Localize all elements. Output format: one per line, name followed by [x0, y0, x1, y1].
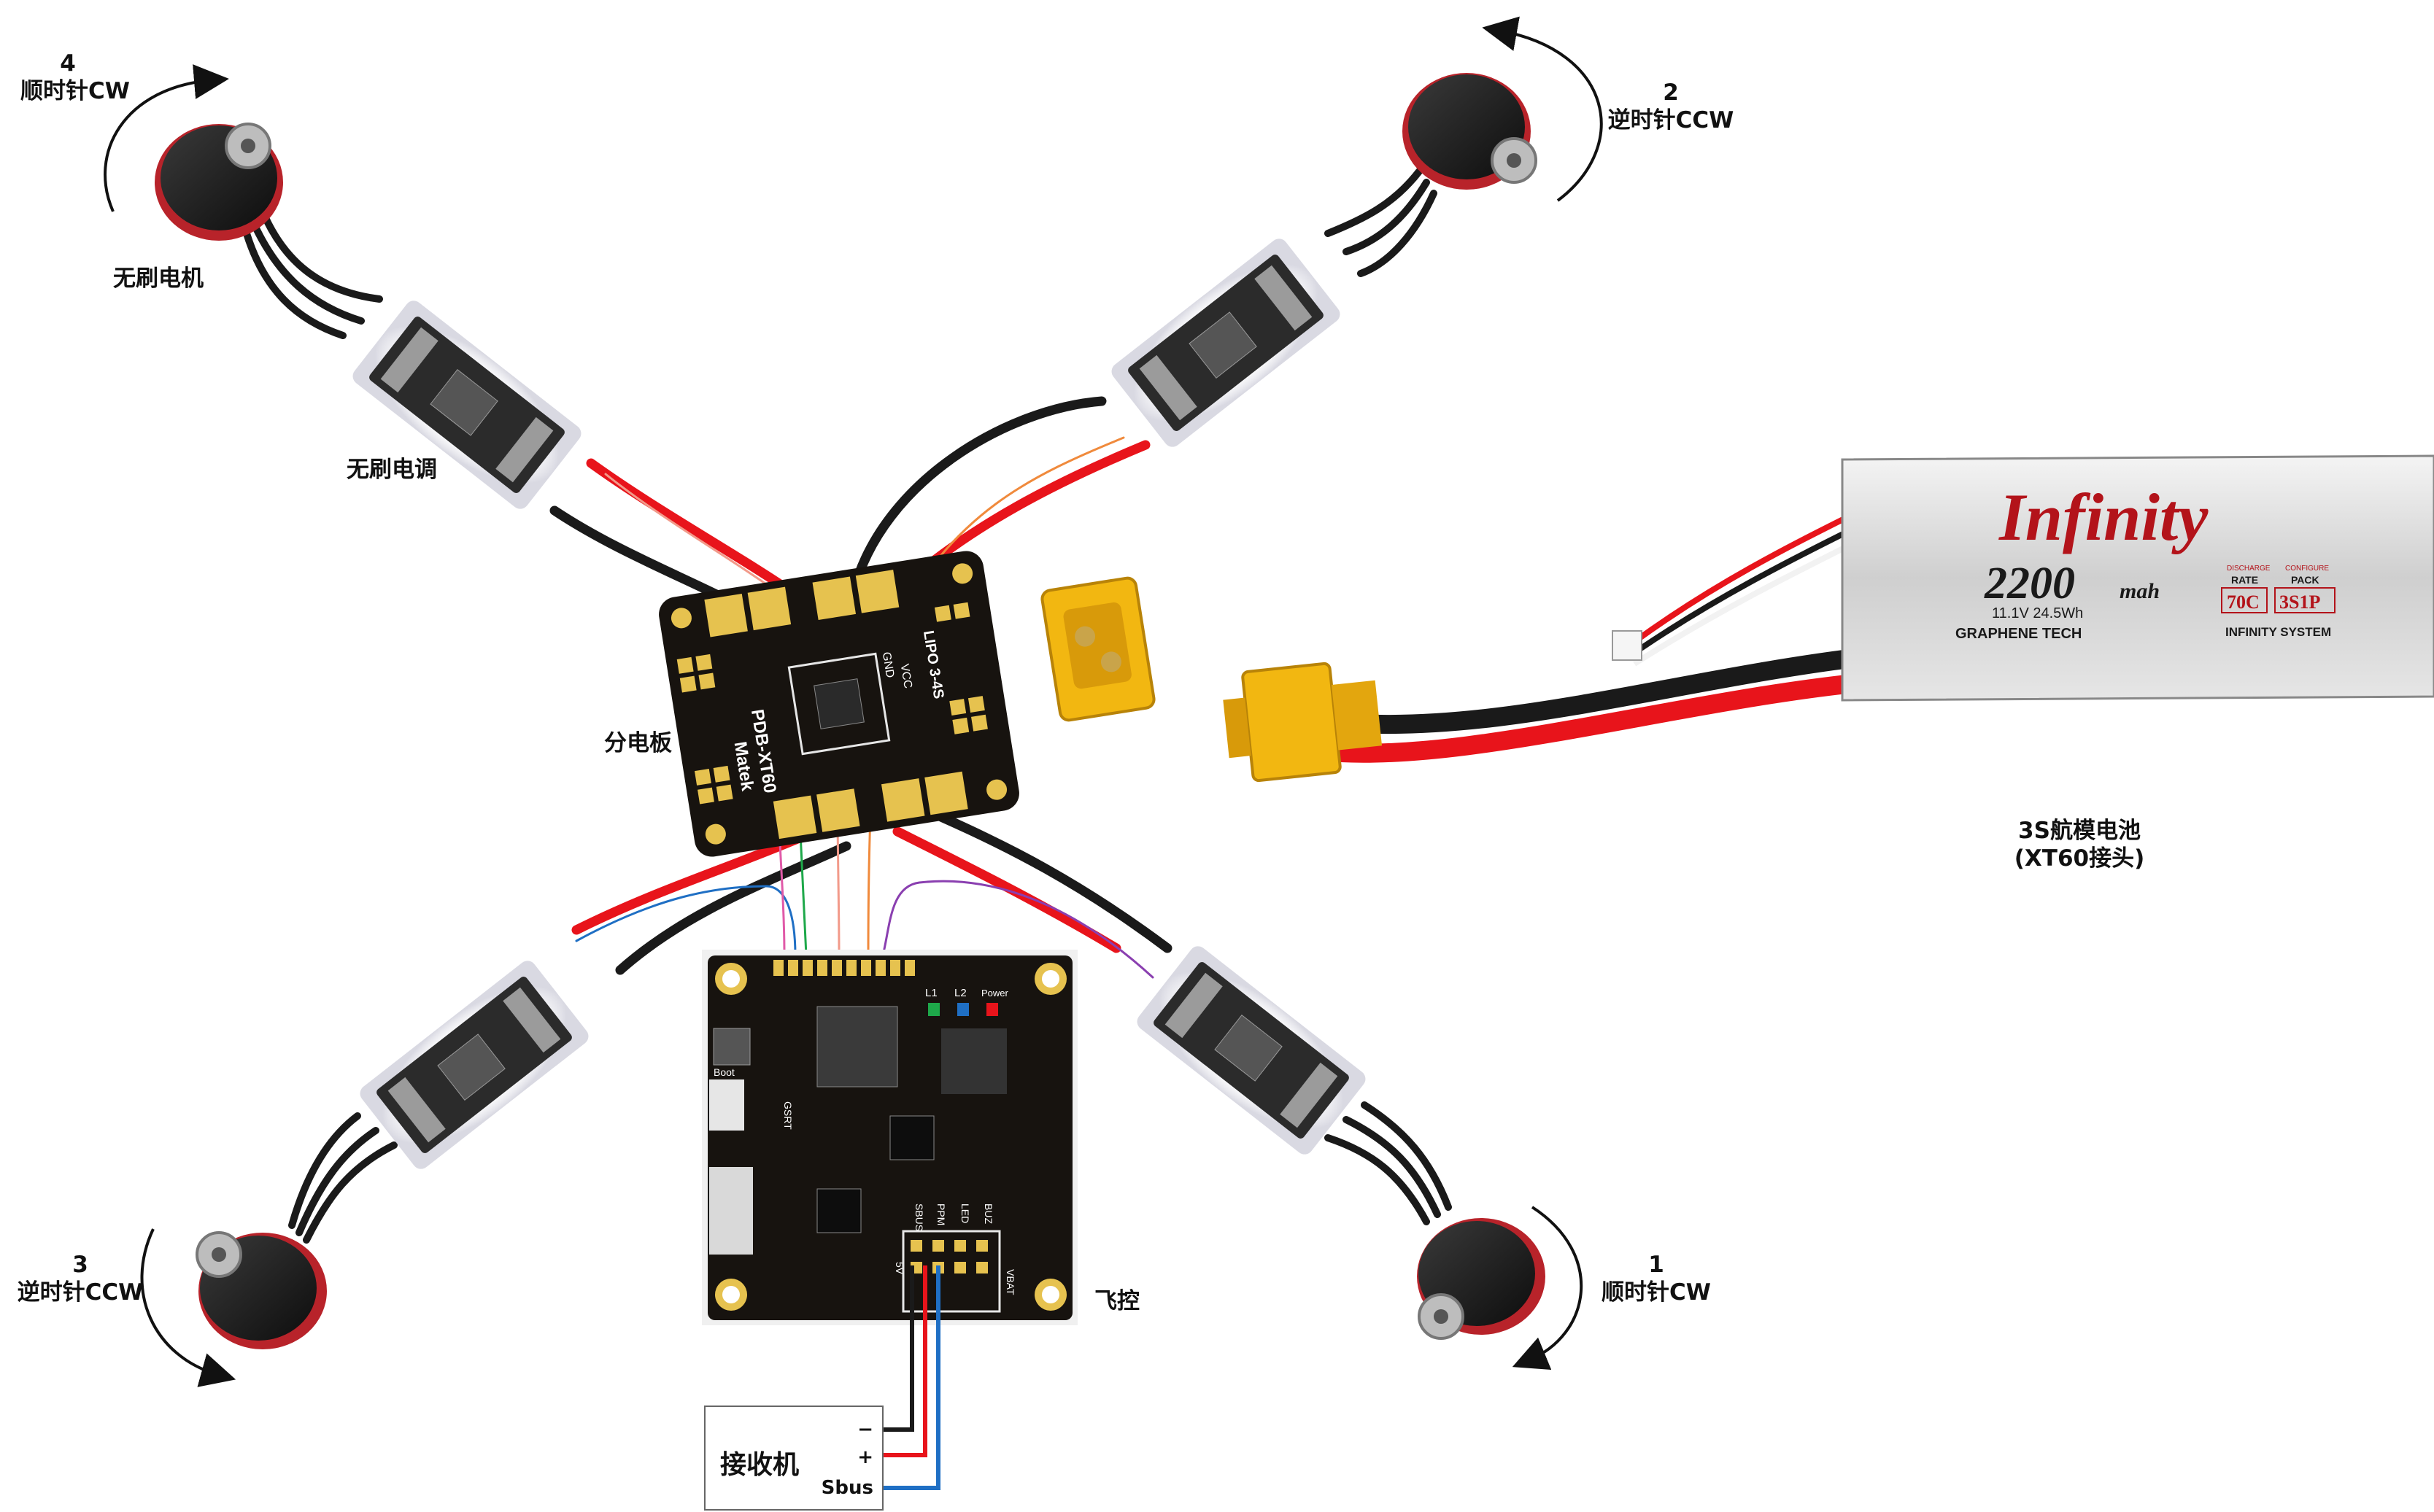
receiver-pin-gnd: −	[857, 1419, 873, 1441]
fc-led-l2	[957, 1003, 969, 1016]
motor-4-arrow-icon	[104, 64, 229, 212]
fc-ppm-label: PPM	[935, 1203, 947, 1225]
battery-main-black	[1334, 647, 1869, 734]
fc-l2-label: L2	[954, 987, 967, 999]
battery-pack-label: PACK	[2291, 574, 2319, 586]
battery-system: INFINITY SYSTEM	[2225, 625, 2331, 639]
battery-label-line2: (XT60接头)	[2014, 845, 2145, 872]
battery-balance-wire	[1632, 508, 1862, 645]
receiver-title: 接收机	[720, 1450, 800, 1480]
motor-2-body	[1402, 73, 1537, 190]
motor-2-label: 2 逆时针CCW	[1598, 79, 1744, 134]
receiver-pin-sbus: Sbus	[821, 1477, 873, 1499]
receiver-wires	[879, 1265, 940, 1490]
receiver: 接收机 − + Sbus	[704, 1406, 884, 1511]
battery-label: 3S航模电池 (XT60接头)	[1999, 817, 2160, 872]
battery-spec: 11.1V 24.5Wh	[1992, 605, 2083, 621]
pdb-xt60-connector	[1040, 576, 1156, 722]
battery-main-red	[1319, 672, 1869, 763]
battery-xt60-connector	[1223, 662, 1383, 783]
battery-rate-label: RATE	[2231, 574, 2258, 586]
fc-l1-label: L1	[925, 987, 938, 999]
battery-rate-head: DISCHARGE	[2227, 565, 2271, 573]
esc-4	[352, 301, 582, 509]
esc-3	[360, 961, 589, 1169]
motor-2-arrow-icon	[1482, 16, 1603, 202]
brushless-motor-label: 无刷电机	[113, 265, 204, 292]
motor-3-number: 3	[72, 1252, 88, 1278]
battery-capacity: 2200	[1984, 559, 2075, 608]
flight-controller: L1 L2 Power Boot GSRT 5V SBUS PPM LED BU…	[702, 950, 1078, 1325]
fc-led-label: LED	[959, 1203, 971, 1223]
motor-1-number: 1	[1648, 1252, 1664, 1278]
motor-3-direction: 逆时针CCW	[17, 1279, 144, 1306]
battery-unit: mah	[2120, 579, 2160, 603]
motor-1-direction: 顺时针CW	[1602, 1279, 1711, 1306]
motor-3-arrow-icon	[140, 1228, 236, 1387]
rotation-arrows	[104, 16, 1603, 1387]
fc-power-label: Power	[981, 988, 1009, 999]
esc4-red-wire	[586, 458, 800, 600]
battery-brand: Infinity	[1998, 480, 2209, 554]
motor-2-direction: 逆时针CCW	[1607, 107, 1734, 133]
esc-2	[1111, 239, 1340, 447]
esc3-red-wire	[571, 830, 811, 935]
fc-label: 飞控	[1094, 1288, 1140, 1314]
battery-pack: 3S1P	[2279, 592, 2320, 613]
rx-vcc-wire	[879, 1265, 927, 1457]
motor-phase-wires	[241, 168, 1452, 1244]
motor-4-label: 4 顺时针CW	[20, 50, 130, 105]
battery: Infinity 2200 mah 11.1V 24.5Wh GRAPHENE …	[1319, 454, 2434, 763]
fc-led-power	[986, 1003, 998, 1016]
battery-pack-head: CONFIGURE	[2285, 565, 2329, 573]
battery-label-line1: 3S航模电池	[2018, 818, 2141, 844]
motor-4-body	[155, 123, 283, 241]
esc1-signal	[881, 880, 1154, 979]
receiver-pin-vcc: +	[857, 1446, 873, 1468]
motor-4-direction: 顺时针CW	[20, 78, 130, 104]
fc-gsrt-label: GSRT	[782, 1101, 794, 1130]
esc1-red-wire	[892, 826, 1121, 953]
rx-gnd-wire	[879, 1265, 914, 1432]
pdb-vcc: VCC	[898, 663, 914, 689]
motor-3-label: 3 逆时针CCW	[7, 1251, 153, 1306]
fc-buz-label: BUZ	[983, 1203, 994, 1224]
pdb-board: Matek PDB-XT60 LIPO 3-4S VCC GND	[659, 551, 1019, 857]
esc-1	[1137, 946, 1366, 1155]
esc3-signal	[575, 885, 797, 957]
battery-rate: 70C	[2227, 592, 2260, 613]
fc-vbat-label: VBAT	[1005, 1269, 1016, 1295]
fc-led-l1	[928, 1003, 940, 1016]
brushless-esc-label: 无刷电调	[347, 457, 437, 483]
fc-sbus-label: SBUS	[913, 1203, 925, 1231]
esc2-black-wire	[849, 396, 1107, 596]
esc3-black-wire	[615, 841, 851, 975]
pdb-label: 分电板	[604, 730, 672, 756]
motor-1-body	[1417, 1218, 1545, 1340]
rx-sbus-wire	[879, 1265, 940, 1490]
motor-2-number: 2	[1663, 80, 1679, 106]
battery-maker: GRAPHENE TECH	[1955, 626, 2082, 642]
motor-1-arrow-icon	[1512, 1206, 1583, 1371]
esc1-black-wire	[936, 812, 1172, 953]
pdb-gnd: GND	[880, 651, 896, 679]
fc-boot-label: Boot	[714, 1066, 735, 1078]
motor-3-body	[196, 1231, 327, 1349]
motor-4-number: 4	[60, 50, 76, 77]
motor-1-label: 1 顺时针CW	[1594, 1251, 1718, 1306]
